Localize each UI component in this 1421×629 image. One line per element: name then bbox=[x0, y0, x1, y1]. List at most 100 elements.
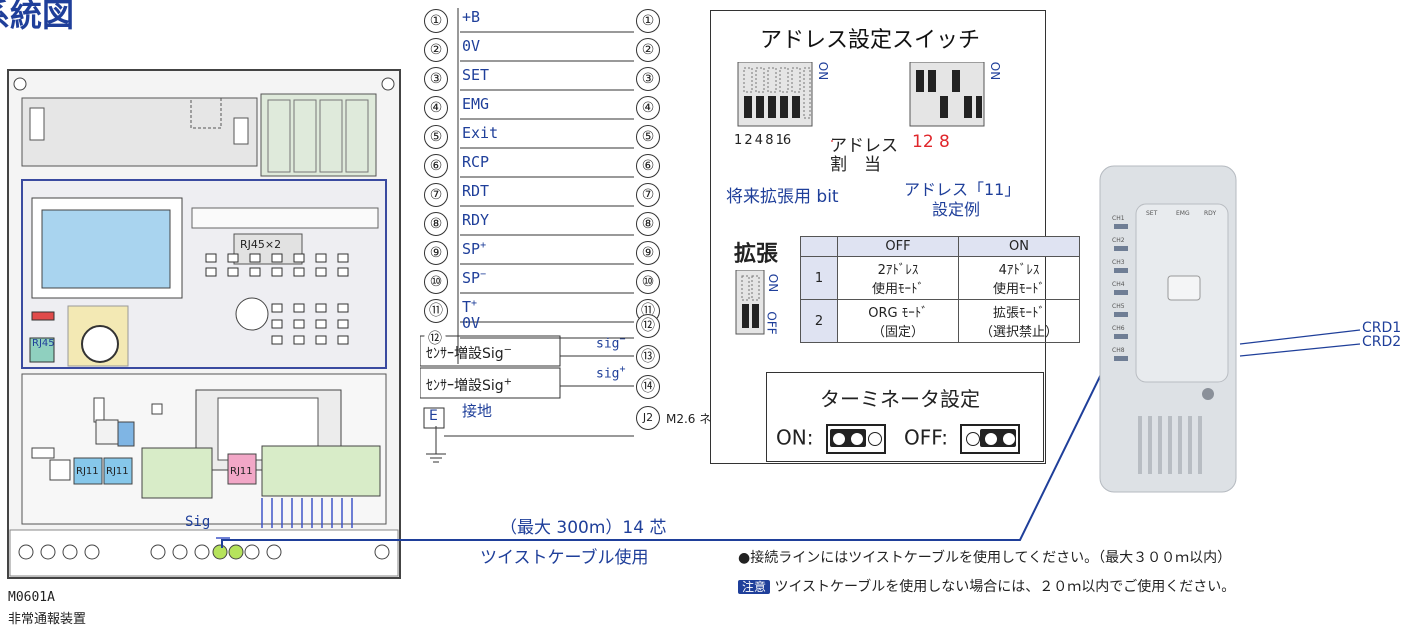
dip-on-label-1: ON bbox=[816, 61, 831, 81]
caution-badge: 注意 bbox=[738, 580, 771, 594]
terminal-right-12: ⑫ bbox=[636, 314, 660, 338]
jumper-on bbox=[825, 424, 886, 454]
extension-header-on: ON bbox=[958, 236, 1080, 257]
rj11-label-2: RJ11 bbox=[106, 466, 129, 477]
panel-model: M0601A bbox=[8, 590, 55, 605]
ground-label: 接地 bbox=[462, 402, 493, 420]
terminal-left-6: ⑥ bbox=[424, 154, 448, 178]
reader-ch1: CH1 bbox=[1112, 215, 1125, 222]
extension-dip-switch bbox=[735, 270, 765, 335]
crd2-label: CRD2 bbox=[1362, 334, 1402, 350]
terminal-label-3: SET bbox=[462, 66, 490, 84]
extension-on-label: ON bbox=[766, 273, 781, 293]
rj11-label-1: RJ11 bbox=[76, 466, 99, 477]
reader-ch8: CH8 bbox=[1112, 347, 1125, 354]
terminal-right-2: ② bbox=[636, 38, 660, 62]
terminator-title: ターミネータ設定 bbox=[820, 387, 980, 411]
terminal-left-2: ② bbox=[424, 38, 448, 62]
address-red-values: 12 8 bbox=[912, 132, 950, 152]
extension-row-2-off: ORG ﾓｰﾄﾞ（固定） bbox=[837, 299, 959, 343]
terminal-left-12: ⑫ bbox=[424, 328, 446, 350]
crd1-label: CRD1 bbox=[1362, 320, 1402, 336]
address-assign-2: 割 当 bbox=[830, 155, 881, 175]
terminal-label-4: EMG bbox=[462, 95, 490, 113]
extension-row-1-idx: 1 bbox=[800, 256, 838, 300]
terminal-right-8: ⑧ bbox=[636, 212, 660, 236]
terminal-lines bbox=[420, 8, 634, 463]
cable-spec: （最大 300m）14 芯 bbox=[500, 518, 667, 538]
control-panel bbox=[6, 68, 402, 580]
terminal-label-12: 0V bbox=[462, 314, 481, 332]
page-title: 系統図 bbox=[0, 0, 75, 34]
reader-emg: EMG bbox=[1176, 210, 1190, 217]
reader-ch2: CH2 bbox=[1112, 237, 1125, 244]
extension-row-1-on: 4ｱﾄﾞﾚｽ使用ﾓｰﾄﾞ bbox=[958, 256, 1080, 300]
terminal-right-1: ① bbox=[636, 9, 660, 33]
terminator-box bbox=[766, 372, 1044, 462]
terminal-right-3: ③ bbox=[636, 67, 660, 91]
terminal-label-9: SP+ bbox=[462, 240, 487, 258]
terminal-right-14: ⑭ bbox=[636, 375, 660, 399]
address-title: アドレス設定スイッチ bbox=[760, 28, 981, 53]
sig-minus-label: sig− bbox=[596, 334, 626, 352]
reader-ch5: CH5 bbox=[1112, 303, 1125, 310]
terminal-left-1: ① bbox=[424, 9, 448, 33]
extension-table: OFF ON 1 2ｱﾄﾞﾚｽ使用ﾓｰﾄﾞ 4ｱﾄﾞﾚｽ使用ﾓｰﾄﾞ 2 ORG… bbox=[800, 236, 1080, 343]
address-assign-1: アドレス bbox=[830, 136, 898, 156]
address-example-2: 設定例 bbox=[932, 200, 981, 219]
extension-row-2-on: 拡張ﾓｰﾄﾞ（選択禁止） bbox=[958, 299, 1080, 343]
extension-row-2-idx: 2 bbox=[800, 299, 838, 343]
jumper-off bbox=[960, 424, 1021, 454]
card-reader bbox=[1099, 165, 1237, 493]
sig-plus-label: sig+ bbox=[596, 364, 626, 382]
address-bits: 1 2 4 8 16 bbox=[734, 133, 791, 148]
extension-title: 拡張 bbox=[734, 242, 779, 267]
dip-on-label-2: ON bbox=[988, 61, 1003, 81]
panel-name: 非常通報装置 bbox=[8, 612, 87, 627]
extension-header-off: OFF bbox=[837, 236, 959, 257]
terminal-left-9: ⑨ bbox=[424, 241, 448, 265]
reader-ch3: CH3 bbox=[1112, 259, 1125, 266]
terminal-label-6: RCP bbox=[462, 153, 490, 171]
terminal-left-4: ④ bbox=[424, 96, 448, 120]
terminal-label-1: +B bbox=[462, 8, 481, 26]
reader-ch6: CH6 bbox=[1112, 325, 1125, 332]
ground-terminal-j2: J2 bbox=[636, 406, 660, 430]
note-line-1: ●接続ラインにはツイストケーブルを使用してください。（最大３００ｍ以内） bbox=[738, 550, 1232, 566]
reader-set: SET bbox=[1146, 210, 1158, 217]
terminal-label-7: RDT bbox=[462, 182, 490, 200]
rj45x2-label: RJ45×2 bbox=[240, 238, 282, 251]
terminal-right-5: ⑤ bbox=[636, 125, 660, 149]
terminator-off: OFF: bbox=[904, 424, 1021, 454]
terminal-left-10: ⑩ bbox=[424, 270, 448, 294]
ground-symbol: E bbox=[429, 408, 438, 424]
rj11-label-3: RJ11 bbox=[230, 466, 253, 477]
note-line-2: 注意 ツイストケーブルを使用しない場合には、２０ｍ以内でご使用ください。 bbox=[738, 576, 1235, 596]
terminal-label-11: T+ bbox=[462, 298, 478, 316]
sensor-sig-plus: ｾﾝｻｰ増設Sig+ bbox=[426, 376, 513, 394]
terminal-right-13: ⑬ bbox=[636, 345, 660, 369]
terminal-right-9: ⑨ bbox=[636, 241, 660, 265]
terminal-left-8: ⑧ bbox=[424, 212, 448, 236]
address-example-1: アドレス「11」 bbox=[904, 180, 1021, 199]
terminal-label-8: RDY bbox=[462, 211, 490, 229]
rj45-label: RJ45 bbox=[32, 338, 55, 349]
terminal-label-10: SP− bbox=[462, 269, 487, 287]
address-dip-switches bbox=[737, 62, 985, 142]
terminal-left-5: ⑤ bbox=[424, 125, 448, 149]
terminal-right-7: ⑦ bbox=[636, 183, 660, 207]
future-bit-label: 将来拡張用 bit bbox=[726, 187, 839, 207]
extension-row-1-off: 2ｱﾄﾞﾚｽ使用ﾓｰﾄﾞ bbox=[837, 256, 959, 300]
cable-type: ツイストケーブル使用 bbox=[480, 548, 649, 568]
terminal-label-2: 0V bbox=[462, 37, 481, 55]
terminal-list bbox=[420, 8, 670, 478]
terminal-left-7: ⑦ bbox=[424, 183, 448, 207]
ground-screw: M2.6 ネジ bbox=[666, 412, 724, 426]
reader-rdy: RDY bbox=[1204, 210, 1217, 217]
control-panel-drawing bbox=[7, 69, 401, 579]
terminal-right-10: ⑩ bbox=[636, 270, 660, 294]
terminal-left-11: ⑪ bbox=[424, 299, 448, 323]
terminal-right-6: ⑥ bbox=[636, 154, 660, 178]
note-line-2-text: ツイストケーブルを使用しない場合には、２０ｍ以内でご使用ください。 bbox=[774, 579, 1236, 595]
